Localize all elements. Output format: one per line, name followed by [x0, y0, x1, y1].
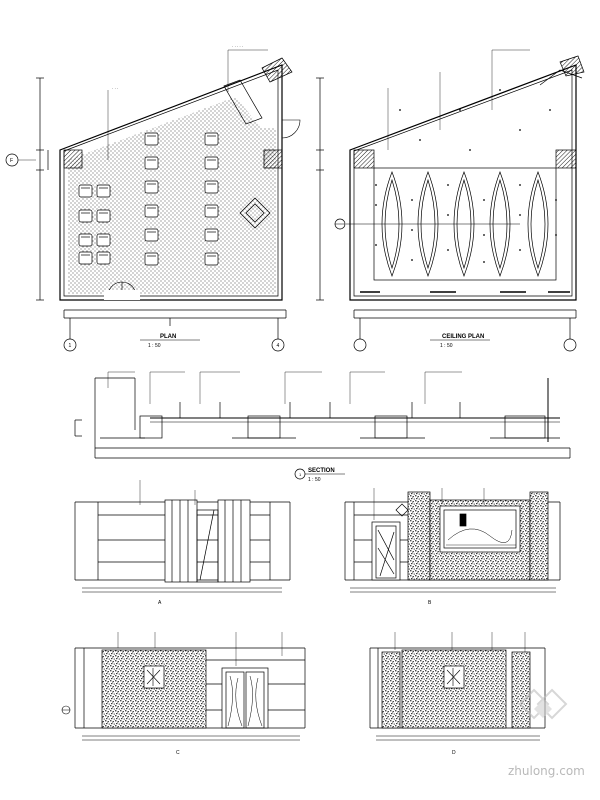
downlight: [519, 184, 521, 186]
elevation-b-marker: B: [428, 600, 432, 606]
plan-title: PLAN: [160, 334, 176, 340]
chair: [144, 132, 159, 146]
grid-marker-1: 1: [63, 338, 77, 352]
section-scale: 1 : 50: [308, 477, 321, 483]
downlight: [469, 149, 471, 151]
chair: [78, 233, 93, 247]
downlight: [375, 184, 377, 186]
downlight: [499, 89, 501, 91]
downlight: [399, 109, 401, 111]
elevation-d: [369, 632, 546, 741]
downlight: [555, 199, 557, 201]
floor-plan: [36, 49, 301, 341]
downlight: [411, 229, 413, 231]
downlight: [375, 204, 377, 206]
watermark-text: zhulong.com: [508, 764, 585, 778]
downlight: [419, 139, 421, 141]
downlight: [447, 214, 449, 216]
downlight: [483, 261, 485, 263]
downlight: [519, 249, 521, 251]
svg-text:1: 1: [69, 343, 72, 349]
elevation-c-marker: C: [176, 750, 180, 756]
downlight: [411, 199, 413, 201]
downlight: [549, 109, 551, 111]
downlight: [555, 234, 557, 236]
downlight: [483, 234, 485, 236]
chair: [144, 204, 159, 218]
chair: [204, 132, 219, 146]
downlight: [411, 259, 413, 261]
ceiling-plan-scale: 1 : 50: [440, 343, 453, 349]
elevation-d-marker: D: [452, 750, 456, 756]
chair: [96, 209, 111, 223]
elevation-b: [344, 488, 561, 593]
ceiling-downlights: [375, 89, 557, 263]
ceiling-plan: [316, 49, 585, 341]
chair: [204, 156, 219, 170]
section-title: SECTION: [308, 468, 335, 474]
plan-chairs: [78, 132, 219, 266]
chair: [144, 228, 159, 242]
chair: [96, 233, 111, 247]
chair: [204, 228, 219, 242]
downlight: [375, 244, 377, 246]
downlight: [519, 214, 521, 216]
svg-text:F: F: [10, 158, 13, 164]
elevation-c: [74, 632, 306, 741]
ceiling-plan-title: CEILING PLAN: [442, 334, 484, 340]
plan-scale: 1 : 50: [148, 343, 161, 349]
chair: [96, 251, 111, 265]
plan-annotation: · · ·: [112, 86, 118, 91]
chair: [204, 204, 219, 218]
svg-text:4: 4: [277, 343, 280, 349]
section-cut-marker: [334, 218, 346, 230]
chair: [204, 252, 219, 266]
chair: [96, 184, 111, 198]
downlight: [483, 199, 485, 201]
chair: [78, 251, 93, 265]
ceiling-grid-marker-left: [353, 338, 367, 352]
elevation-a-marker: A: [158, 600, 162, 606]
chair: [78, 184, 93, 198]
watermark-logo: [518, 688, 568, 720]
downlight: [447, 249, 449, 251]
section-drawing: [74, 371, 571, 459]
ceiling-grid-marker-right: [563, 338, 577, 352]
svg-text:1: 1: [299, 472, 302, 477]
chair: [78, 209, 93, 223]
chair: [204, 180, 219, 194]
downlight: [459, 109, 461, 111]
elevation-c-level-marker: [61, 705, 71, 715]
downlight: [519, 129, 521, 131]
chair: [144, 180, 159, 194]
chair: [144, 156, 159, 170]
grid-marker-f: F: [5, 153, 36, 167]
plan-annotation: · · · · ·: [232, 44, 243, 49]
elevation-a: [74, 480, 291, 593]
chair: [144, 252, 159, 266]
downlight: [447, 184, 449, 186]
grid-marker-4: 4: [271, 338, 285, 352]
section-marker: 1: [294, 468, 345, 480]
